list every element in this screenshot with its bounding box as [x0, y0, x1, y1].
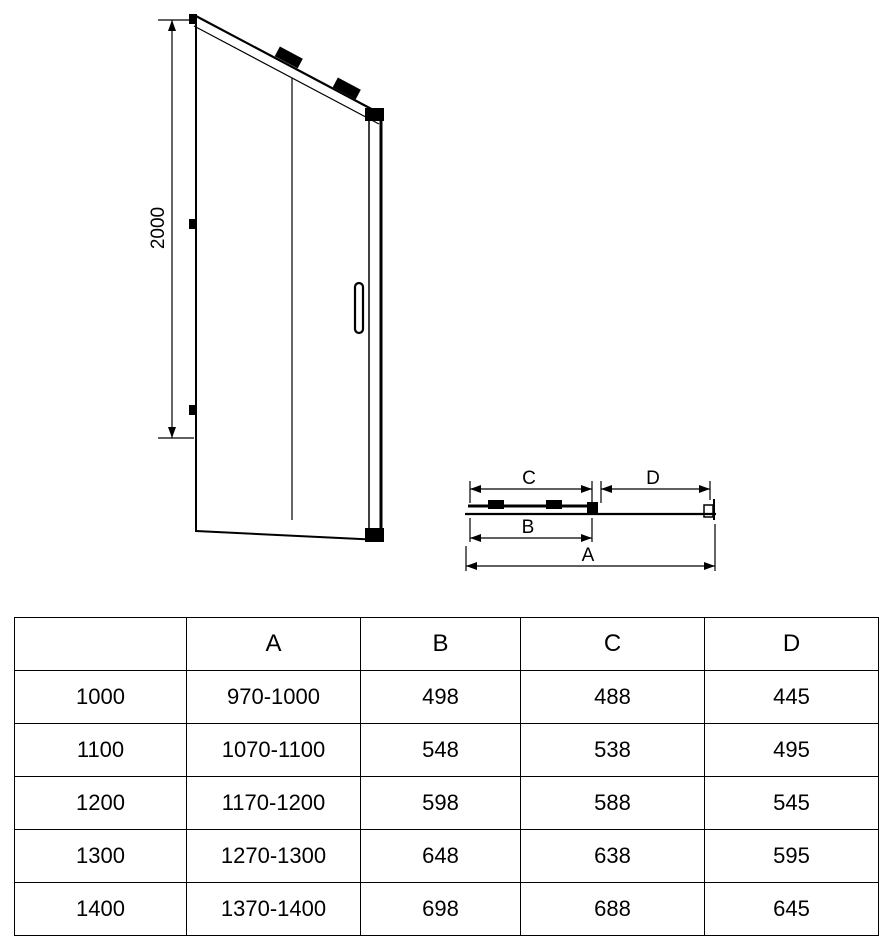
dimension-b-label: B — [522, 517, 535, 538]
table-cell: 598 — [360, 776, 521, 830]
table-row: 1300 1270-1300 648 638 595 — [14, 829, 879, 883]
dimension-a: A — [465, 524, 716, 571]
table-cell: 688 — [520, 882, 705, 936]
table-row-label: 1400 — [14, 882, 187, 936]
table-cell: 538 — [520, 723, 705, 777]
table-cell: 1070-1100 — [186, 723, 361, 777]
wall-bracket-icon — [189, 219, 197, 229]
height-dimension-label: 2000 — [148, 207, 169, 249]
dimension-d-label: D — [646, 468, 660, 489]
table-header-a: A — [186, 617, 361, 671]
plan-roller-block-icon — [546, 500, 562, 509]
table-row: 1200 1170-1200 598 588 545 — [14, 776, 879, 830]
table-cell: 588 — [520, 776, 705, 830]
dimension-b: B — [469, 517, 593, 542]
dimension-c-label: C — [522, 468, 536, 489]
table-cell: 1170-1200 — [186, 776, 361, 830]
plan-wall-profile — [703, 504, 714, 518]
front-elevation — [189, 14, 384, 542]
table-row: 1000 970-1000 498 488 445 — [14, 670, 879, 724]
table-row: 1400 1370-1400 698 688 645 — [14, 882, 879, 936]
table-cell: 698 — [360, 882, 521, 936]
table-cell: 548 — [360, 723, 521, 777]
top-track-inner-line — [193, 25, 380, 125]
table-cell: 488 — [520, 670, 705, 724]
frame-top-cap — [365, 108, 384, 121]
height-dimension: 2000 — [148, 19, 194, 439]
table-row: 1100 1070-1100 548 538 495 — [14, 723, 879, 777]
table-row-label: 1200 — [14, 776, 187, 830]
table-row-label: 1100 — [14, 723, 187, 777]
dimension-a-label: A — [582, 545, 595, 566]
table-cell: 638 — [520, 829, 705, 883]
table-cell: 545 — [704, 776, 879, 830]
plan-connector-block-icon — [587, 502, 598, 513]
table-row-label: 1300 — [14, 829, 187, 883]
table-cell: 495 — [704, 723, 879, 777]
table-cell: 648 — [360, 829, 521, 883]
dimension-d: D — [600, 468, 711, 503]
door-handle — [353, 281, 365, 335]
roller-block-icon — [332, 77, 361, 100]
table-header-d: D — [704, 617, 879, 671]
table-cell: 970-1000 — [186, 670, 361, 724]
dimension-table: A B C D 1000 970-1000 498 488 445 1100 1… — [14, 617, 879, 936]
table-cell: 445 — [704, 670, 879, 724]
table-header-c: C — [520, 617, 705, 671]
top-view — [465, 499, 716, 520]
table-cell: 1370-1400 — [186, 882, 361, 936]
table-cell: 498 — [360, 670, 521, 724]
table-header-size — [14, 617, 187, 671]
bottom-rail-line — [195, 530, 382, 541]
table-row-label: 1000 — [14, 670, 187, 724]
wall-bracket-icon — [189, 405, 197, 415]
table-cell: 1270-1300 — [186, 829, 361, 883]
table-header-row: A B C D — [14, 617, 879, 671]
dimension-c: C — [469, 468, 593, 503]
roller-block-icon — [274, 46, 303, 69]
table-header-b: B — [360, 617, 521, 671]
technical-drawing: 2000 — [148, 14, 716, 571]
top-track-outer-line — [193, 14, 380, 114]
plan-roller-block-icon — [488, 500, 504, 509]
table-cell: 645 — [704, 882, 879, 936]
table-cell: 595 — [704, 829, 879, 883]
wall-bracket-icon — [189, 14, 197, 24]
